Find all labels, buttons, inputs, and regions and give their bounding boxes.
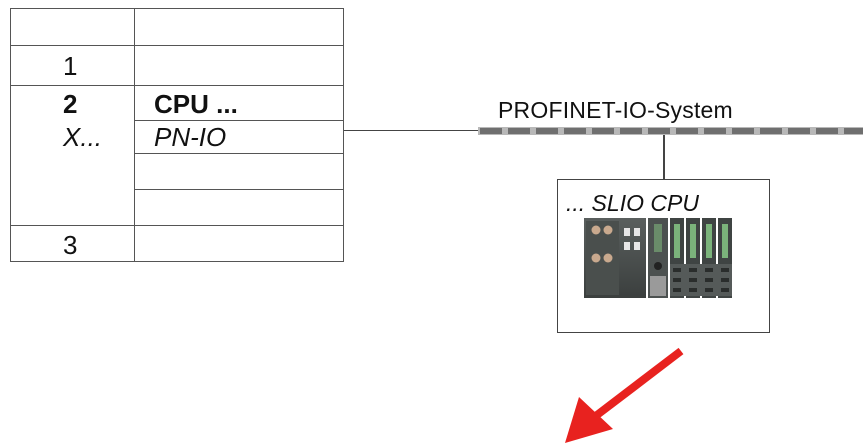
- red-arrow-icon: [565, 347, 684, 443]
- slot-x-label: X...: [63, 122, 103, 152]
- slio-cpu-module-image: [584, 218, 732, 298]
- row-separator: [10, 85, 344, 86]
- pn-io-label: PN-IO: [154, 122, 227, 152]
- pn-io-connection-line: [344, 130, 478, 131]
- row-separator: [134, 153, 344, 154]
- device-label: ... SLIO CPU: [566, 190, 699, 216]
- slot-2-label: 2: [63, 89, 78, 119]
- rack-table: 1 2 CPU ... X... PN-IO 3: [10, 8, 344, 262]
- row-separator: [134, 120, 344, 121]
- table-column-divider: [134, 8, 135, 262]
- row-separator: [10, 225, 344, 226]
- slot-1-label: 1: [63, 51, 78, 81]
- row-separator: [134, 189, 344, 190]
- slot-3-label: 3: [63, 230, 78, 260]
- table-border-top: [10, 8, 344, 9]
- profinet-bus: [478, 127, 863, 135]
- row-separator: [10, 45, 344, 46]
- profinet-system-label: PROFINET-IO-System: [498, 97, 733, 123]
- cpu-module-label: CPU ...: [154, 89, 238, 119]
- table-border-left: [10, 8, 11, 262]
- device-drop-line: [663, 135, 665, 179]
- table-border-right: [343, 8, 344, 262]
- table-border-bottom: [10, 261, 344, 262]
